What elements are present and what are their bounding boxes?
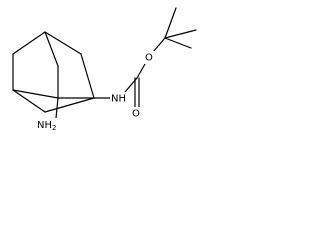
carbonyl-oxygen-label-bg [131,107,142,120]
bond-cage-5 [80,53,95,99]
ester-oxygen-label-bg [144,51,155,64]
nh2-label-bg [36,118,58,131]
nh2-label: NH2 [37,120,56,132]
bond-cage-7 [12,89,46,113]
chemical-structure-diagram: NH2 NH O O [12,7,197,132]
ester-oxygen-label: O [145,53,153,64]
atom-labels: NH2 NH O O [36,51,155,132]
bond-cage-2 [44,31,82,55]
nh-label-bg [110,92,126,105]
bond-cage-1 [12,31,46,55]
carbamate-chain [93,7,197,109]
adamantane-cage [12,31,95,119]
nh2-label-main: NH [37,120,52,131]
bond-carbonyl-c-o [136,63,146,79]
nh2-label-subscript: 2 [52,124,56,132]
bond-o-tbu [152,37,166,53]
nh-label: NH [111,94,126,105]
bond-cage-11 [55,97,59,119]
bond-tbu-methyl-2 [164,29,197,39]
bond-tbu-methyl-1 [164,7,177,39]
bond-cage-3 [44,31,59,67]
bond-cage-8 [12,89,59,99]
carbonyl-oxygen-label: O [132,109,140,120]
bond-cage-9 [44,97,95,113]
bond-tbu-methyl-3 [164,37,192,49]
